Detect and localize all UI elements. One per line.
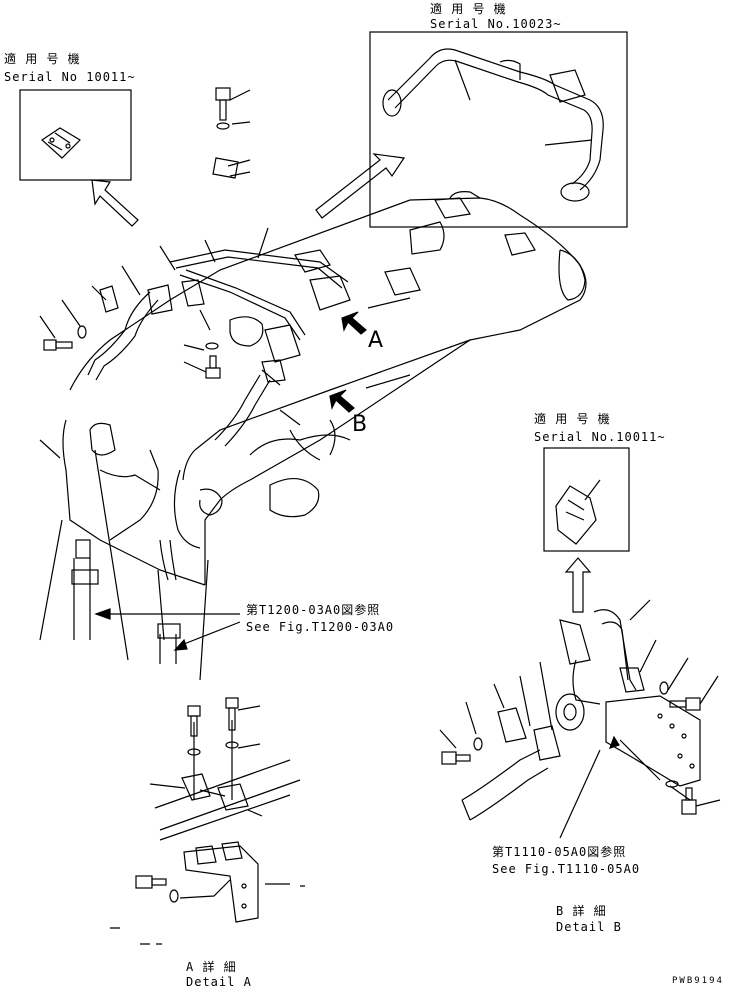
top-right-callout-jp: 適 用 号 機 bbox=[430, 2, 507, 16]
boom-clamps bbox=[99, 157, 536, 383]
inset-box-top-right bbox=[369, 31, 628, 228]
boom-body bbox=[62, 191, 587, 586]
inset-clamp-mid-right bbox=[555, 479, 601, 545]
detail-b-title-jp: B 詳 細 bbox=[556, 904, 607, 918]
view-label-a: A bbox=[368, 328, 384, 353]
solid-arrows bbox=[94, 311, 620, 749]
detail-a-drawing bbox=[110, 697, 305, 945]
hollow-arrows bbox=[91, 153, 592, 613]
detail-b-title-en: Detail B bbox=[556, 920, 622, 934]
ref-t1110-jp: 第T1110-05A0図参照 bbox=[492, 845, 627, 859]
view-label-b: B bbox=[352, 412, 368, 437]
ref-t1200-en: See Fig.T1200-03A0 bbox=[246, 620, 395, 634]
mid-right-callout-jp: 適 用 号 機 bbox=[534, 412, 611, 426]
mid-right-callout-serial: Serial No.10011~ bbox=[534, 430, 666, 444]
inset-box-top-left bbox=[19, 89, 132, 181]
detail-a-title-en: Detail A bbox=[186, 975, 252, 989]
top-left-callout-jp: 適 用 号 機 bbox=[4, 52, 81, 66]
top-right-callout-serial: Serial No.10023~ bbox=[430, 17, 562, 31]
inset-box-mid-right bbox=[543, 447, 630, 552]
detail-b-drawing bbox=[439, 599, 721, 839]
leader-lines-main bbox=[39, 89, 411, 681]
boom-lines bbox=[87, 249, 349, 581]
inset-tube-top-right bbox=[382, 48, 604, 202]
ref-t1110-en: See Fig.T1110-05A0 bbox=[492, 862, 641, 876]
detail-a-title-jp: A 詳 細 bbox=[186, 960, 237, 974]
drawing-number: PWB9194 bbox=[672, 976, 724, 986]
ref-t1200-jp: 第T1200-03A0図参照 bbox=[246, 603, 381, 617]
inset-clamp-top-left bbox=[41, 127, 81, 159]
bolts-washers bbox=[43, 87, 231, 639]
top-left-callout-serial: Serial No 10011~ bbox=[4, 70, 136, 84]
